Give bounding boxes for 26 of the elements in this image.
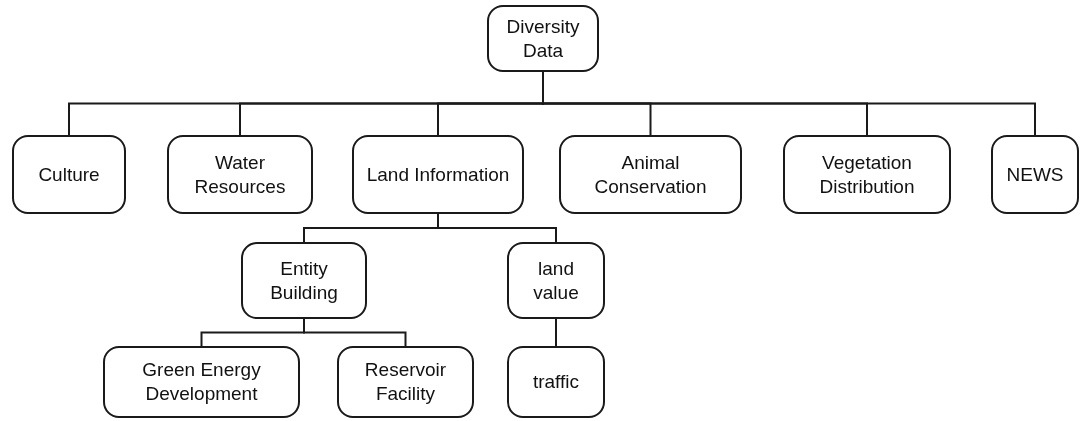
category-box [507, 242, 605, 319]
connector-line [303, 318, 407, 347]
category-label: Culture [38, 162, 100, 187]
category-label: Green Energy Development [141, 358, 262, 406]
category-box [12, 135, 126, 214]
category-box [167, 135, 313, 214]
category-box [783, 135, 951, 214]
category-box [991, 135, 1079, 214]
connector-line [555, 318, 557, 347]
category-label: Animal Conservation [593, 150, 708, 199]
category-label: Entity Building [269, 256, 339, 305]
category-label: Land Information [366, 162, 510, 187]
category-box [103, 346, 300, 418]
category-box [241, 242, 367, 319]
category-box [337, 346, 474, 418]
category-box [559, 135, 742, 214]
category-label: Reservoir Facility [363, 358, 448, 406]
category-label: Vegetation Distribution [818, 150, 916, 199]
category-label: Diversity Data [505, 14, 581, 63]
category-box [487, 5, 599, 72]
category-label: land value [532, 256, 580, 305]
category-box [352, 135, 524, 214]
category-label: NEWS [1006, 162, 1064, 187]
category-label: Water Resources [193, 150, 287, 199]
category-box [507, 346, 605, 418]
category-label: traffic [532, 370, 580, 394]
